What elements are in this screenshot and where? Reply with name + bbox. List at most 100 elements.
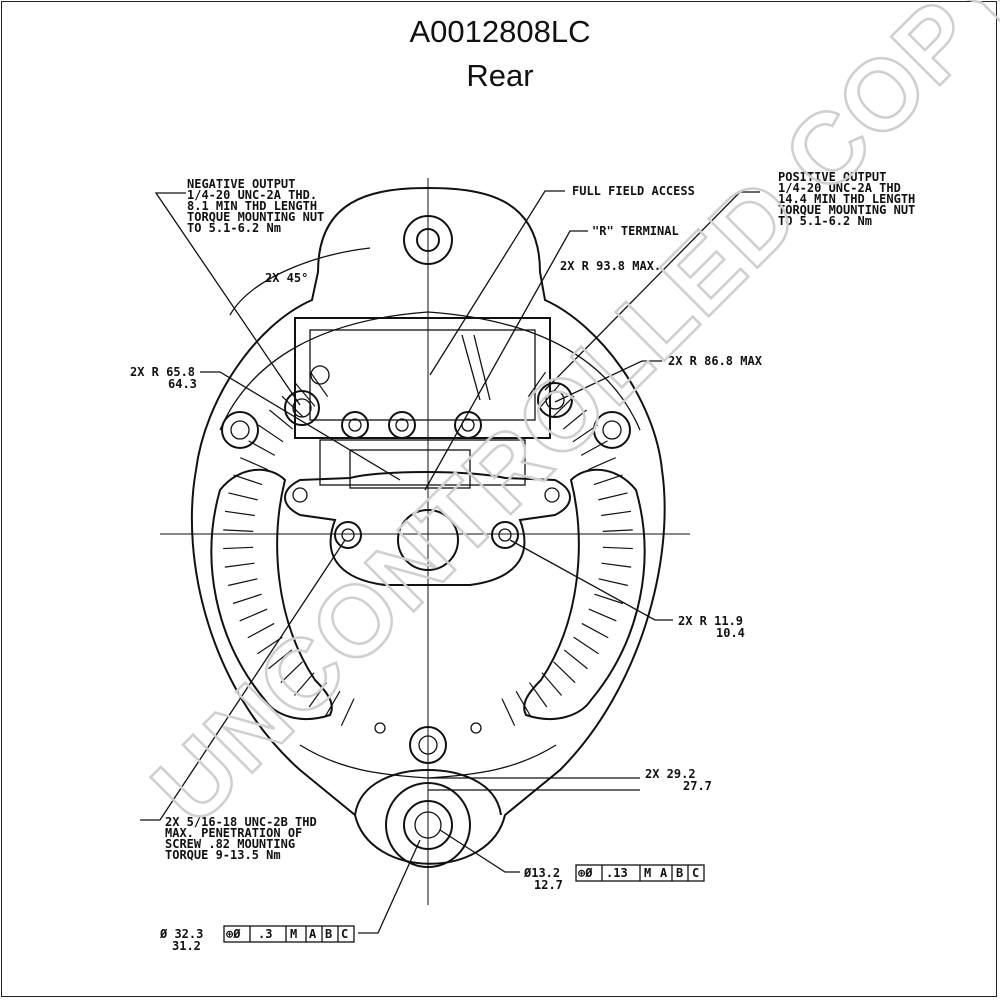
- fcf-symbol: ⊕Ø: [226, 927, 241, 941]
- dia-32-3-lower: 31.2: [172, 939, 201, 953]
- vent-slot: [527, 371, 547, 397]
- vent-slot: [309, 371, 329, 397]
- vent-slot: [280, 661, 303, 684]
- neg-output-line: TORQUE MOUNTING NUT: [187, 210, 324, 224]
- svg-text:2X 29.2 27.7: 2X 29.2 27.7: [645, 767, 712, 793]
- full-field-access-label: FULL FIELD ACCESS: [572, 184, 695, 198]
- mount-thread-line: MAX. PENETRATION OF: [165, 826, 302, 840]
- svg-text:Ø13.2 12.7: Ø13.2 12.7: [523, 866, 567, 892]
- vent-slot: [269, 409, 294, 430]
- neg-output-line: 8.1 MIN THD LENGTH: [187, 199, 317, 213]
- pos-output-line: POSITIVE OUTPUT: [778, 170, 886, 184]
- vent-slot: [594, 593, 624, 605]
- uncontrolled-copy-watermark: UNCONTROLLED COPY: [131, 0, 1000, 846]
- vent-slot: [248, 440, 276, 456]
- vent-slot: [233, 474, 263, 486]
- r-65-8-lower: 64.3: [168, 377, 197, 391]
- vent-slot: [324, 690, 341, 718]
- neg-output-line: TO 5.1-6.2 Nm: [187, 221, 281, 235]
- fcf-tolerance: .13: [606, 866, 628, 880]
- fcf-datum-b: B: [325, 927, 332, 941]
- vent-slot: [573, 636, 599, 655]
- dim-29-2-lower: 27.7: [683, 779, 712, 793]
- vent-slot: [228, 492, 258, 501]
- mount-thread-line: 2X 5/16-18 UNC-2B THD: [165, 815, 317, 829]
- vent-slot: [553, 661, 576, 684]
- vent-slot: [563, 649, 588, 670]
- fcf-dia-32-3: ⊕Ø .3 M A B C: [223, 925, 355, 943]
- vent-slot: [601, 510, 632, 517]
- r-65-8-label: 2X R 65.8: [130, 365, 195, 379]
- vent-slot: [239, 608, 268, 622]
- vent-slot: [232, 593, 262, 605]
- vent-slot: [552, 395, 575, 418]
- r-11-9-label: 2X R 11.9: [678, 614, 743, 628]
- mount-thread-line: TORQUE 9-13.5 Nm: [165, 848, 281, 862]
- vent-slot: [281, 395, 304, 418]
- vent-slot: [562, 409, 587, 430]
- vent-slot: [588, 457, 616, 471]
- fcf-datum-b: B: [676, 866, 683, 880]
- vent-slot: [515, 690, 532, 718]
- right-vent: [501, 371, 646, 727]
- vent-slot: [224, 562, 255, 568]
- fcf-datum-c: C: [341, 927, 348, 941]
- vent-slot: [308, 682, 328, 708]
- callout-texts: NEGATIVE OUTPUT 1/4-20 UNC-2A THD. 8.1 M…: [130, 170, 923, 953]
- r-86-8-label: 2X R 86.8 MAX: [668, 354, 763, 368]
- vent-slot: [501, 698, 516, 727]
- vent-slot: [223, 529, 254, 532]
- vent-slot: [223, 546, 254, 550]
- dia-32-3-label: Ø 32.3: [159, 927, 203, 941]
- vent-slot: [340, 698, 355, 727]
- fcf-datum-a: A: [309, 927, 317, 941]
- vent-slot: [588, 608, 617, 622]
- vent-slot: [528, 682, 548, 708]
- bearing-plate: [284, 471, 571, 586]
- vent-slot: [601, 562, 632, 568]
- svg-text:2X R 11.9 10.4: 2X R 11.9 10.4: [678, 614, 750, 640]
- mount-thread-line: SCREW .82 MOUNTING: [165, 837, 295, 851]
- leader-lines: [140, 190, 760, 934]
- r-11-9-lower: 10.4: [716, 626, 745, 640]
- fcf-symbol: ⊕Ø: [578, 866, 593, 880]
- fcf-hole-13-2: ⊕Ø .13 M A B C: [575, 864, 705, 882]
- vent-slot: [602, 546, 633, 550]
- vent-slot: [572, 424, 599, 443]
- svg-text:POSITIVE OUTPUT 1/4-20 U: POSITIVE OUTPUT 1/4-20 UNC-2A THD 14.4 M…: [778, 170, 923, 228]
- pos-output-line: 14.4 MIN THD LENGTH: [778, 192, 915, 206]
- vent-slot: [593, 474, 623, 486]
- vent-slot: [541, 672, 563, 696]
- fcf-modifier: M: [644, 866, 651, 880]
- lower-holes: [374, 722, 482, 734]
- vent-slot: [224, 510, 255, 517]
- pos-output-line: 1/4-20 UNC-2A THD: [778, 181, 901, 195]
- left-vent: [210, 371, 355, 727]
- vent-slot: [257, 424, 284, 443]
- vent-slot: [257, 636, 283, 655]
- svg-text:2X 5/16-18 UNC-2B THD MA: 2X 5/16-18 UNC-2B THD MAX. PENETRATION O…: [165, 815, 324, 862]
- vent-slot: [247, 622, 275, 639]
- hole-13-2-label: Ø13.2: [523, 866, 560, 880]
- vent-slot: [602, 529, 633, 532]
- fcf-datum-c: C: [692, 866, 699, 880]
- vent-slot: [598, 492, 628, 501]
- vent-slot: [227, 578, 258, 587]
- vent-slot: [581, 622, 609, 639]
- r-93-8-label: 2X R 93.8 MAX.: [560, 259, 661, 273]
- neg-output-line: NEGATIVE OUTPUT: [187, 177, 295, 191]
- svg-text:NEGATIVE OUTPUT 1/4-20 U: NEGATIVE OUTPUT 1/4-20 UNC-2A THD. 8.1 M…: [187, 177, 332, 235]
- fcf-modifier: M: [290, 927, 297, 941]
- part-number-title: A0012808LC: [409, 14, 591, 49]
- vent-slot: [295, 383, 316, 407]
- vent-slot: [598, 578, 629, 587]
- vent-slot: [240, 457, 268, 471]
- angle-label: 2X 45°: [265, 271, 308, 285]
- view-title: Rear: [466, 58, 534, 93]
- fcf-datum-a: A: [660, 866, 668, 880]
- vent-slot: [540, 383, 561, 407]
- fcf-tolerance: .3: [258, 927, 272, 941]
- terminal-box: [294, 317, 551, 489]
- svg-text:Ø 32.3 31.2: Ø 32.3 31.2: [159, 927, 211, 953]
